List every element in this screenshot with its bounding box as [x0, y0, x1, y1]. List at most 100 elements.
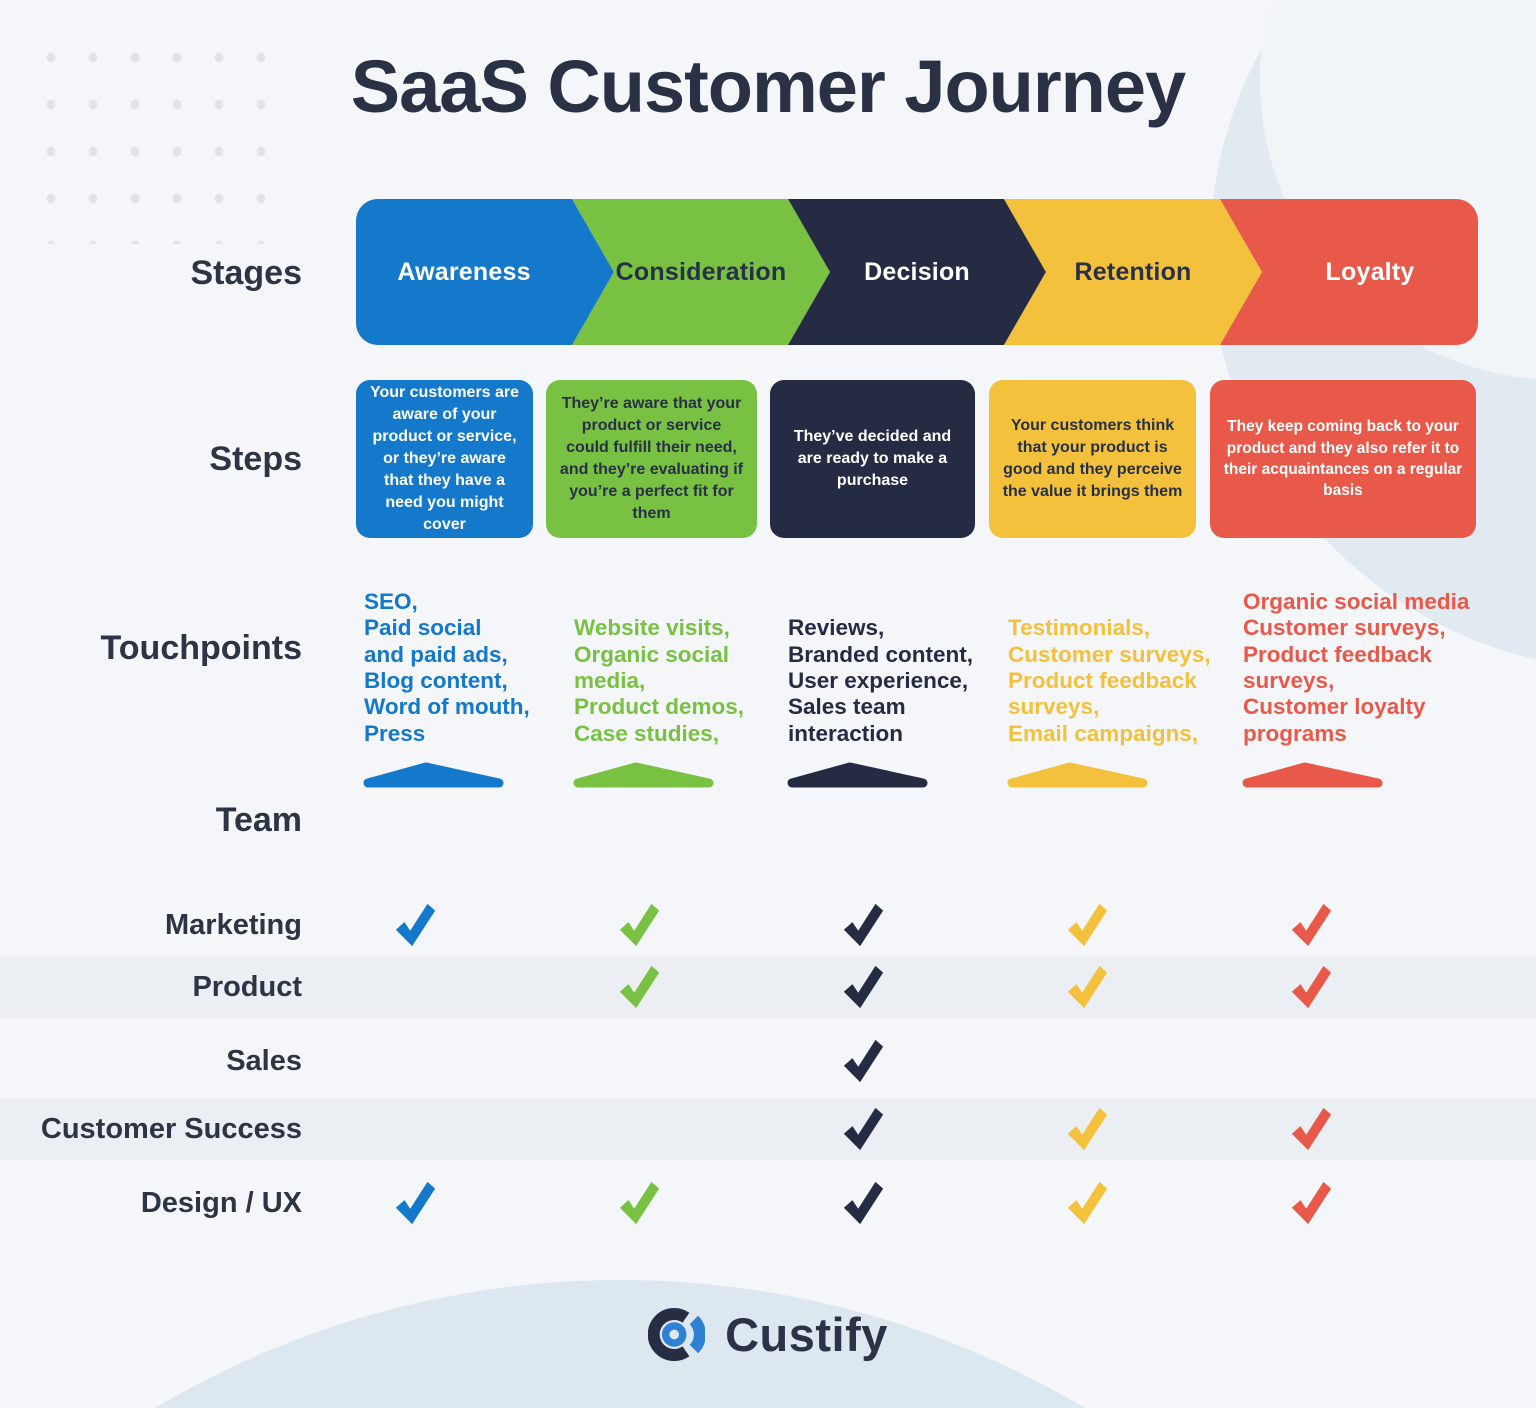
check-icon: [843, 903, 884, 947]
check-cell: [804, 1035, 1028, 1087]
touchpoints-loyalty: Organic social media Customer surveys, P…: [1235, 556, 1469, 788]
team-row-label: Customer Success: [40, 1112, 302, 1145]
check-cell: [580, 1035, 804, 1087]
check-cell: [1252, 1177, 1476, 1229]
step-box-decision: They’ve decided and are ready to make a …: [770, 380, 975, 538]
step-text: They keep coming back to your product an…: [1223, 418, 1463, 500]
custify-logo-icon: [648, 1308, 706, 1361]
team-section-label: Team: [215, 801, 302, 839]
team-row-marketing: Marketing: [0, 894, 1536, 956]
check-area: [356, 1177, 1476, 1229]
check-icon: [619, 965, 660, 1009]
triangle-underline-icon: [363, 762, 504, 788]
stage-chevron-bar: Awareness Consideration Decision Retenti…: [356, 199, 1478, 345]
step-box-loyalty: They keep coming back to your product an…: [1210, 380, 1476, 538]
check-area: [356, 961, 1476, 1013]
stage-label: Decision: [864, 257, 970, 286]
check-icon: [395, 1181, 436, 1225]
team-row-label: Sales: [226, 1044, 302, 1077]
team-row-label: Design / UX: [140, 1186, 302, 1219]
team-row-design-ux: Design / UX: [0, 1172, 1536, 1234]
triangle-underline-icon: [1007, 762, 1148, 788]
check-icon: [619, 1181, 660, 1225]
check-cell: [356, 961, 580, 1013]
team-row-label: Product: [192, 970, 302, 1003]
check-icon: [843, 1181, 884, 1225]
check-cell: [580, 1103, 804, 1155]
steps-section-label: Steps: [209, 440, 302, 478]
check-cell: [1252, 961, 1476, 1013]
triangle-underline-icon: [573, 762, 714, 788]
team-row-customer-success: Customer Success: [0, 1098, 1536, 1160]
check-icon: [619, 903, 660, 947]
stage-label: Retention: [1074, 257, 1192, 286]
check-icon: [1067, 1107, 1108, 1151]
stage-label: Consideration: [615, 257, 787, 286]
touchpoints-text: Reviews, Branded content, User experienc…: [788, 615, 974, 746]
check-icon: [843, 1039, 884, 1083]
step-box-consideration: They’re aware that your product or servi…: [546, 380, 757, 538]
check-cell: [1028, 1103, 1252, 1155]
check-cell: [1028, 1035, 1252, 1087]
check-cell: [356, 1035, 580, 1087]
stage-label: Awareness: [397, 257, 531, 286]
touchpoints-awareness: SEO, Paid social and paid ads, Blog cont…: [356, 556, 530, 788]
check-icon: [1067, 965, 1108, 1009]
touchpoints-text: SEO, Paid social and paid ads, Blog cont…: [364, 589, 530, 746]
check-cell: [580, 899, 804, 951]
triangle-underline-icon: [787, 762, 928, 788]
check-cell: [1252, 899, 1476, 951]
check-cell: [356, 1177, 580, 1229]
check-area: [356, 1035, 1476, 1087]
touchpoints-text: Website visits, Organic social media, Pr…: [574, 615, 745, 746]
check-icon: [1067, 1181, 1108, 1225]
check-cell: [356, 899, 580, 951]
check-cell: [1252, 1035, 1476, 1087]
check-cell: [804, 899, 1028, 951]
check-icon: [1291, 965, 1332, 1009]
check-cell: [1028, 899, 1252, 951]
check-icon: [843, 965, 884, 1009]
touchpoints-text: Organic social media Customer surveys, P…: [1243, 589, 1470, 746]
stage-consideration-chevron: Consideration: [572, 199, 830, 345]
stage-decision-chevron: Decision: [788, 199, 1046, 345]
step-text: Your customers think that your product i…: [1002, 416, 1183, 501]
check-icon: [1067, 903, 1108, 947]
page-title: SaaS Customer Journey: [350, 45, 1186, 128]
touchpoints-decision: Reviews, Branded content, User experienc…: [780, 556, 973, 788]
custify-logo-text: Custify: [725, 1308, 888, 1361]
check-area: [356, 899, 1476, 951]
check-icon: [1291, 1107, 1332, 1151]
check-cell: [1028, 961, 1252, 1013]
check-cell: [804, 1103, 1028, 1155]
custify-logo: Custify: [0, 1306, 1536, 1363]
check-cell: [804, 961, 1028, 1013]
check-icon: [395, 903, 436, 947]
step-box-awareness: Your customers are aware of your product…: [356, 380, 533, 538]
stage-loyalty-chevron: Loyalty: [1220, 199, 1478, 345]
touchpoints-section-label: Touchpoints: [100, 629, 302, 667]
check-area: [356, 1103, 1476, 1155]
check-cell: [804, 1177, 1028, 1229]
touchpoints-text: Testimonials, Customer surveys, Product …: [1008, 615, 1211, 746]
check-cell: [580, 961, 804, 1013]
step-box-retention: Your customers think that your product i…: [989, 380, 1196, 538]
touchpoints-consideration: Website visits, Organic social media, Pr…: [566, 556, 744, 788]
check-cell: [580, 1177, 804, 1229]
step-text: They’re aware that your product or servi…: [559, 394, 744, 523]
team-row-sales: Sales: [0, 1030, 1536, 1092]
check-icon: [843, 1107, 884, 1151]
check-cell: [1028, 1177, 1252, 1229]
stage-awareness-chevron: Awareness: [356, 199, 614, 345]
team-row-label: Marketing: [165, 908, 302, 941]
check-cell: [1252, 1103, 1476, 1155]
step-text: Your customers are aware of your product…: [369, 383, 520, 534]
dot-grid-decoration: [22, 26, 290, 244]
step-text: They’ve decided and are ready to make a …: [793, 427, 952, 490]
check-cell: [356, 1103, 580, 1155]
stage-retention-chevron: Retention: [1004, 199, 1262, 345]
stage-label: Loyalty: [1325, 257, 1415, 286]
touchpoints-retention: Testimonials, Customer surveys, Product …: [1000, 556, 1211, 788]
triangle-underline-icon: [1242, 762, 1383, 788]
